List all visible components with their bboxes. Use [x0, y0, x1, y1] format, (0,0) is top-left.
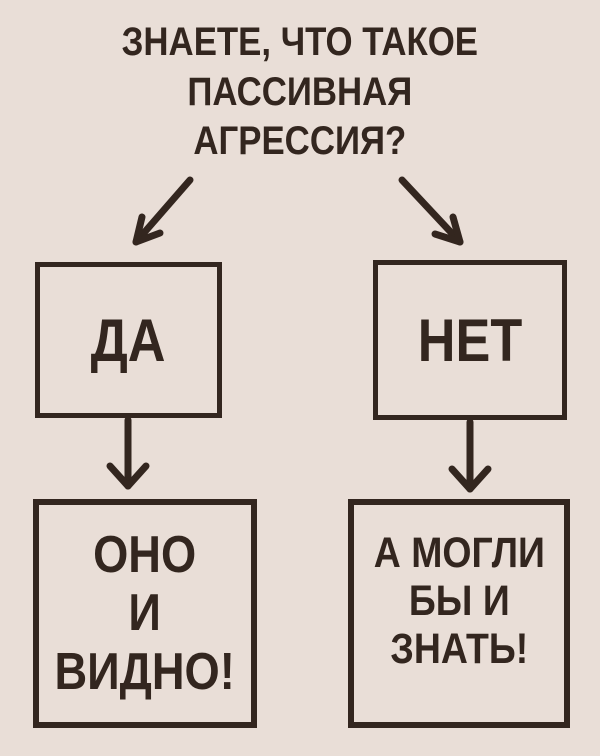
arrow-no-to-result-icon	[448, 418, 492, 493]
no-result-text: А МОГЛИ БЫ И ЗНАТЬ!	[373, 529, 545, 674]
yes-box: ДА	[35, 262, 222, 418]
question-title-text: ЗНАЕТЕ, ЧТО ТАКОЕ ПАССИВНАЯ АГРЕССИЯ?	[121, 20, 479, 164]
yes-result-box: ОНО И ВИДНО!	[33, 499, 257, 728]
no-box: НЕТ	[373, 260, 567, 420]
yes-box-label: ДА	[91, 306, 166, 374]
no-box-label: НЕТ	[417, 306, 523, 374]
question-title: ЗНАЕТЕ, ЧТО ТАКОЕ ПАССИВНАЯ АГРЕССИЯ?	[0, 18, 600, 167]
yes-result-text: ОНО И ВИДНО!	[54, 526, 236, 701]
arrow-yes-to-result-icon	[106, 416, 150, 490]
arrow-question-to-no-icon	[398, 176, 464, 246]
arrow-question-to-yes-icon	[132, 176, 194, 246]
no-result-box: А МОГЛИ БЫ И ЗНАТЬ!	[348, 499, 570, 728]
